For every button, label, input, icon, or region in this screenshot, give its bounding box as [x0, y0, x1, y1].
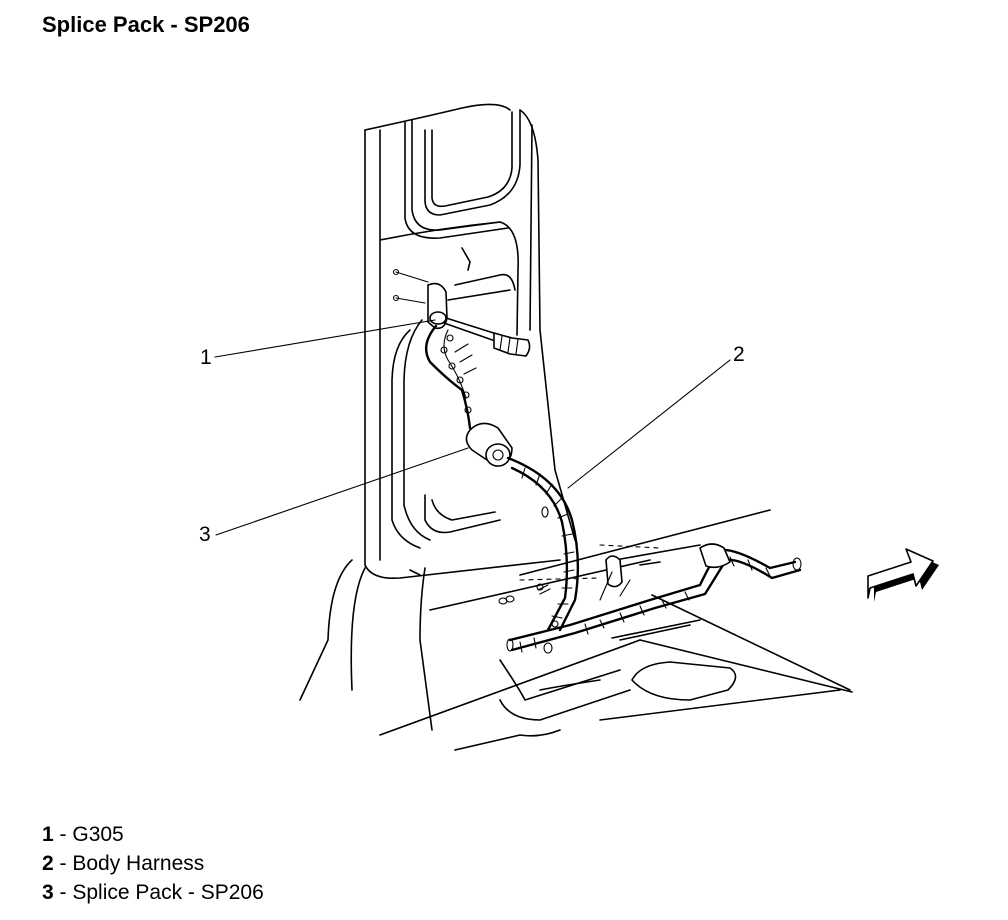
- callout-leaders: 1 2 3: [199, 319, 745, 546]
- g305-ground: [392, 268, 531, 430]
- callout-3-number: 3: [199, 523, 211, 546]
- legend-label: G305: [72, 823, 124, 846]
- legend-item: 1 - G305: [42, 823, 124, 846]
- legend-item: 3 - Splice Pack - SP206: [42, 881, 264, 904]
- callout-legend: 1 - G305 2 - Body Harness 3 - Splice Pac…: [42, 820, 264, 907]
- floor-sill: [379, 506, 853, 751]
- page-title: Splice Pack - SP206: [42, 12, 250, 37]
- legend-number: 1: [42, 823, 54, 846]
- body-pillar: [299, 103, 576, 731]
- legend-label: Splice Pack - SP206: [72, 881, 264, 904]
- legend-item: 2 - Body Harness: [42, 852, 205, 875]
- forward-arrow-icon: [867, 548, 939, 602]
- callout-1-number: 1: [200, 346, 212, 369]
- callout-2-number: 2: [733, 343, 745, 366]
- body-harness: [506, 456, 802, 653]
- legend-number: 2: [42, 852, 54, 875]
- splice-pack-sp206: [465, 422, 513, 467]
- legend-number: 3: [42, 881, 54, 904]
- legend-label: Body Harness: [72, 852, 205, 875]
